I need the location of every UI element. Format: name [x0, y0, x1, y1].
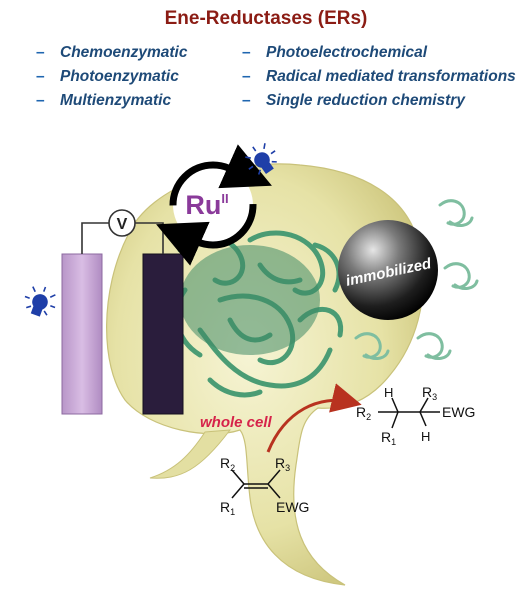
substrate-r3: R3: [275, 455, 290, 473]
substrate-r2: R2: [220, 455, 235, 473]
light-bulb-icon: [24, 286, 56, 317]
figure-title: Ene-Reductases (ERs): [164, 8, 368, 29]
product-r1: R1: [381, 429, 396, 447]
applications-list-left: –Chemoenzymatic –Photoenzymatic –Multien…: [36, 44, 187, 116]
protein-shading: [180, 245, 320, 355]
list-item-label: Photoelectrochemical: [266, 44, 428, 61]
list-item: –Chemoenzymatic: [36, 44, 187, 68]
list-item: –Photoelectrochemical: [242, 44, 516, 68]
dash-bullet: –: [242, 68, 251, 85]
product-r2: R2: [356, 404, 371, 422]
light-bulb-icon: [245, 143, 277, 175]
substrate-structure: [231, 469, 281, 499]
list-item: –Single reduction chemistry: [242, 92, 516, 116]
immobilized-enzyme-icon: [354, 199, 479, 360]
dash-bullet: –: [36, 92, 45, 109]
dash-bullet: –: [36, 68, 45, 85]
immobilized-support-sphere: [338, 220, 438, 320]
list-item-label: Photoenzymatic: [60, 68, 179, 85]
voltmeter-label: V: [117, 216, 128, 233]
dash-bullet: –: [242, 44, 251, 61]
list-item-label: Single reduction chemistry: [266, 92, 465, 109]
list-item: –Radical mediated transformations: [242, 68, 516, 92]
list-item: –Multienzymatic: [36, 92, 187, 116]
cathode-electrode: [142, 253, 184, 415]
product-structure: [378, 397, 440, 429]
product-r3: R3: [422, 384, 437, 402]
product-h-top: H: [384, 385, 393, 400]
voltmeter-icon: [108, 209, 136, 237]
reaction-arrow: [266, 383, 362, 453]
cycle-arrow-top: [218, 144, 272, 189]
list-item-label: Multienzymatic: [60, 92, 172, 109]
cycle-arrow-bottom: [156, 221, 210, 266]
catalyst-label: RuII: [185, 190, 228, 220]
product-h-bottom: H: [421, 429, 430, 444]
cell-tail-branch: [149, 429, 232, 479]
list-item: –Photoenzymatic: [36, 68, 187, 92]
catalyst-oxidation: II: [221, 191, 228, 206]
list-item-label: Chemoenzymatic: [60, 44, 188, 61]
applications-list-right: –Photoelectrochemical –Radical mediated …: [242, 44, 516, 116]
substrate-ewg: EWG: [276, 499, 309, 515]
product-ewg: EWG: [442, 404, 475, 420]
whole-cell-label: whole cell: [200, 414, 273, 431]
list-item-label: Radical mediated transformations: [266, 68, 516, 85]
catalyst-symbol: Ru: [185, 190, 221, 220]
anode-electrode: [61, 253, 103, 415]
dash-bullet: –: [36, 44, 45, 61]
dash-bullet: –: [242, 92, 251, 109]
substrate-r1: R1: [220, 499, 235, 517]
